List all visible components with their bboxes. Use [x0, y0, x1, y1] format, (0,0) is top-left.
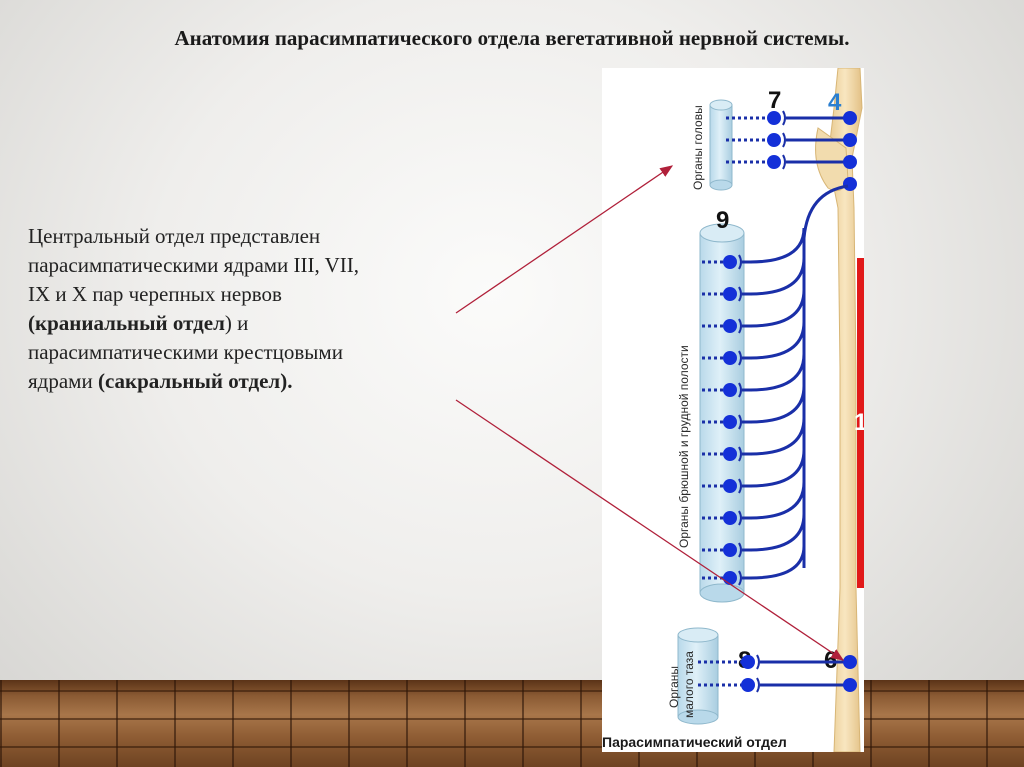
- arrow-to-sacral: [456, 400, 843, 660]
- arrow-to-head-organs: [456, 166, 672, 313]
